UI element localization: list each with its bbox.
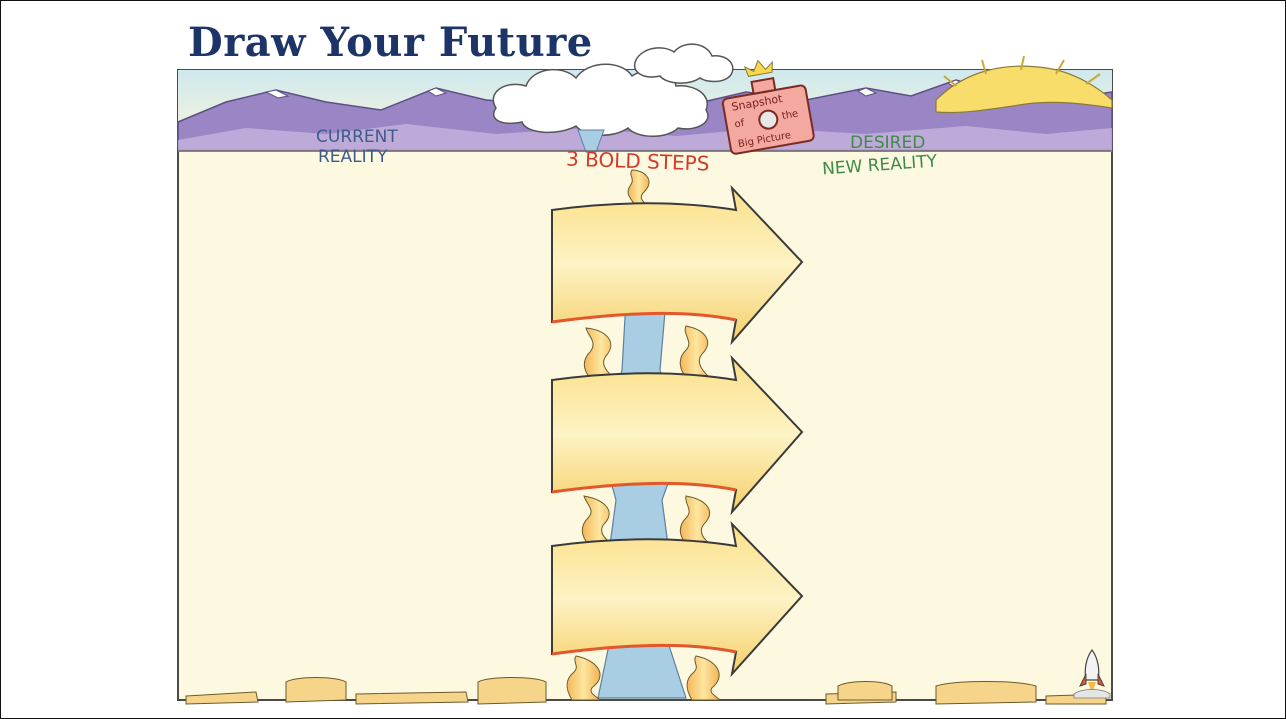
page-title: Draw Your Future [188,20,593,66]
label-current-reality-line1: CURRENT [316,127,398,147]
sun-icon [936,56,1112,113]
future-poster: Snapshot of the Big Picture CURRENT REAL… [166,30,1126,710]
label-desired-line1: DESIRED [850,133,925,153]
label-current-reality-line2: REALITY [318,147,388,167]
